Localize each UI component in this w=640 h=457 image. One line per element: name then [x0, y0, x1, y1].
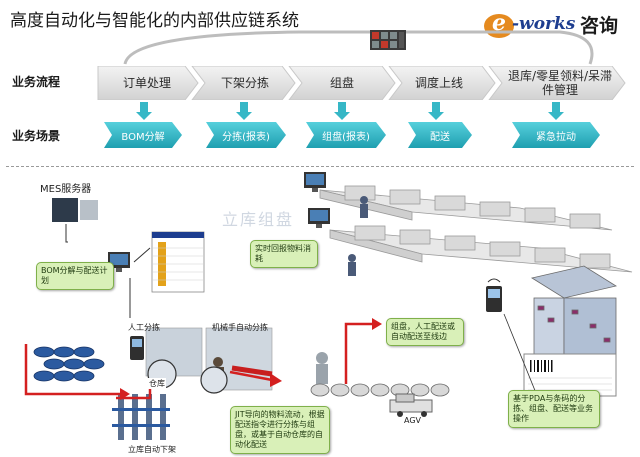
process-row-label: 业务流程: [12, 75, 61, 89]
handheld-icon: [130, 336, 144, 360]
process-step-5[interactable]: 退库/零星领料/呆滞件管理: [507, 69, 613, 97]
flow-arrow-icon: [24, 322, 372, 400]
scene-2[interactable]: 分拣(报表): [222, 131, 270, 143]
grid-icon: [370, 30, 406, 50]
pda-icon: [486, 278, 502, 312]
server-icon: [52, 198, 98, 222]
scene-shape: [512, 122, 600, 148]
watermark: 立库组盘: [222, 210, 295, 229]
operator-icon: [316, 352, 328, 384]
monitor-icon: [304, 172, 326, 192]
scene-5[interactable]: 紧急拉动: [536, 131, 576, 143]
down-arrow-icon: [236, 102, 252, 120]
scene-3[interactable]: 组盘(报表): [322, 131, 370, 143]
pda-barcode-note: 基于PDA与条码的分拣、组盘、配送等业务操作: [508, 390, 600, 428]
arrow-head-icon: [120, 388, 130, 400]
worker-icon: [360, 196, 368, 218]
scene-shape: [206, 122, 286, 148]
scene-labels: BOM分解 分拣(报表) 组盘(报表) 配送 紧急拉动: [0, 122, 640, 148]
tray-discs: [310, 383, 450, 397]
logo-word: -works: [512, 14, 576, 34]
scene-1[interactable]: BOM分解: [121, 131, 165, 143]
inset-circle: [200, 366, 228, 394]
process-chevrons: [97, 66, 626, 100]
logo-letter: e: [492, 10, 506, 36]
down-arrows: [136, 102, 564, 120]
monitor-icon: [308, 208, 330, 228]
scene-chevrons: [104, 122, 600, 148]
report-table: [151, 231, 205, 293]
down-arrow-icon: [334, 102, 350, 120]
warehouse-drums: [33, 346, 105, 382]
logo-cn: 咨询: [580, 15, 619, 37]
big-red-arrow: [231, 365, 273, 377]
process-step-3[interactable]: 组盘: [329, 76, 354, 90]
worker-icon: [348, 254, 356, 276]
scene-row-label: 业务场景: [12, 129, 61, 143]
auto-rack: [112, 394, 170, 440]
picking-shelves: [530, 265, 618, 355]
barcode-label: [523, 353, 617, 397]
process-step-4[interactable]: 调度上线: [414, 76, 463, 90]
warehouse-label: 仓库: [148, 378, 166, 389]
feedback-arc: [123, 30, 594, 65]
section-divider: [6, 166, 634, 167]
process-step-2[interactable]: 下架分拣: [220, 76, 269, 90]
tray-distribution-note: 组盘，人工配送或自动配送至线边: [386, 318, 464, 346]
process-step-shape: [388, 66, 496, 100]
auto-pick-label: 立库自动下架: [128, 445, 176, 454]
process-step-1[interactable]: 订单处理: [122, 76, 171, 90]
process-step-shape: [97, 66, 199, 100]
down-arrow-icon: [136, 102, 152, 120]
page-title: 高度自动化与智能化的内部供应链系统: [10, 11, 299, 31]
realtime-consumption-note: 实时回报物料消耗: [250, 240, 318, 268]
arrow-head-icon: [372, 318, 382, 330]
scene-shape: [408, 122, 472, 148]
bom-plan-note: BOM分解与配送计划: [36, 262, 114, 290]
arrow-head-icon: [270, 373, 282, 387]
manual-sort-label: 人工分拣: [128, 323, 160, 332]
process-labels: 订单处理 下架分拣 组盘 调度上线 退库/零星领料/呆滞件管理: [0, 66, 640, 100]
process-step-shape: [288, 66, 396, 100]
process-step-shape: [488, 66, 626, 100]
mes-server-label: MES服务器: [40, 184, 92, 195]
process-step-shape: [191, 66, 296, 100]
down-arrow-icon: [428, 102, 444, 120]
agv-icon: [389, 393, 433, 417]
jit-flow-note: JIT导向的物料流动，根据配送指令进行分拣与组盘，或基于自动仓库的自动化配送: [230, 406, 330, 454]
scene-4[interactable]: 配送: [430, 131, 450, 143]
scene-shape: [104, 122, 182, 148]
supply-chain-illustration: [24, 172, 633, 440]
scene-shape: [306, 122, 386, 148]
production-line-lower: [329, 225, 633, 273]
robot-sort-label: 机械手自动分拣: [212, 323, 268, 332]
agv-label: AGV: [404, 416, 422, 425]
down-arrow-icon: [548, 102, 564, 120]
